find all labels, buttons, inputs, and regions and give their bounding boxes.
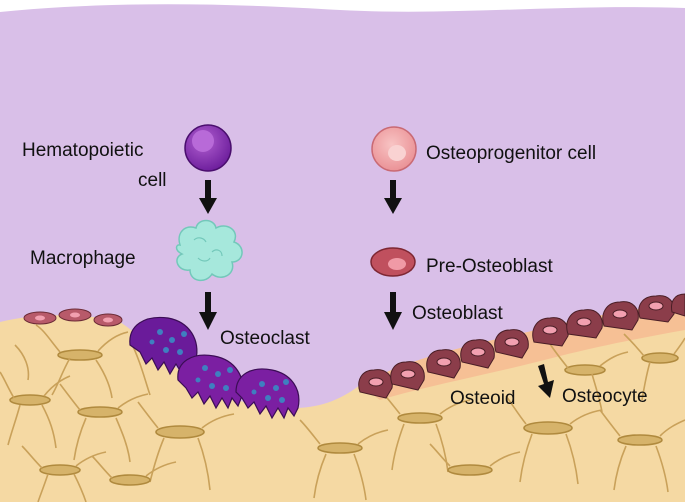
label-osteoblast: Osteoblast <box>412 303 503 324</box>
label-macrophage: Macrophage <box>30 248 136 269</box>
label-hematopoietic-line2: cell <box>138 170 167 191</box>
label-osteoclast: Osteoclast <box>220 328 310 349</box>
osteoclast-cluster <box>129 316 300 420</box>
down-arrow-icon <box>538 364 554 398</box>
osteocytes-left <box>0 324 235 502</box>
label-hematopoietic-line1: Hematopoietic <box>22 140 144 161</box>
label-osteoid: Osteoid <box>450 388 516 409</box>
osteoprogenitor-cell-icon <box>371 126 417 172</box>
down-arrow-icon <box>384 292 402 330</box>
pre-osteoblast-icon <box>370 247 416 277</box>
hematopoietic-cell-icon <box>184 124 232 172</box>
label-osteocyte: Osteocyte <box>562 386 648 407</box>
osteocytes-right <box>299 333 685 501</box>
down-arrow-icon <box>199 180 217 214</box>
down-arrow-icon <box>384 180 402 214</box>
down-arrow-icon <box>199 292 217 330</box>
label-osteoprogenitor: Osteoprogenitor cell <box>426 143 597 164</box>
label-pre-osteoblast: Pre-Osteoblast <box>426 256 553 277</box>
bone-lining-cells <box>23 308 123 327</box>
osteoblast-row <box>358 293 685 399</box>
macrophage-icon <box>175 219 243 282</box>
